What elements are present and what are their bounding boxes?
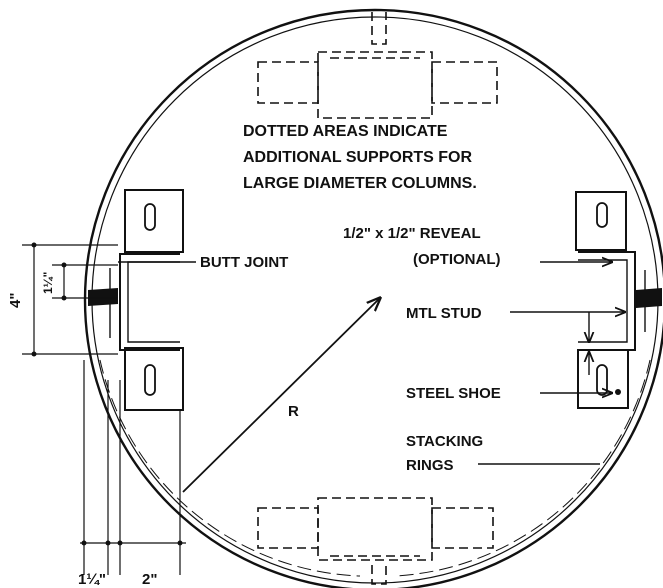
vertical-dimensions (22, 242, 118, 357)
dimension-4-inch: 4" (7, 293, 24, 308)
mtl-stud-label: MTL STUD (406, 305, 482, 322)
note-line-2: ADDITIONAL SUPPORTS FOR (243, 149, 472, 166)
dimension-1-quarter-inch-vertical: 1¼" (41, 272, 55, 294)
reveal-label-line-2: (OPTIONAL) (413, 251, 501, 268)
horizontal-dimensions (80, 360, 186, 575)
top-dotted-support (257, 12, 498, 119)
right-bracket-assembly (575, 191, 662, 409)
column-outline (83, 8, 663, 588)
butt-joint-label: BUTT JOINT (200, 254, 288, 271)
note-line-1: DOTTED AREAS INDICATE (243, 123, 448, 140)
steel-shoe-label: STEEL SHOE (406, 385, 501, 402)
leader-lines (118, 262, 625, 465)
stacking-rings-label-line-2: RINGS (406, 457, 454, 474)
left-bracket-assembly (88, 189, 184, 411)
radius-label: R (288, 403, 299, 420)
dimension-2-inch: 2" (142, 571, 157, 588)
stacking-rings-label-line-1: STACKING (406, 433, 483, 450)
reveal-label-line-1: 1/2" x 1/2" REVEAL (343, 225, 481, 242)
bottom-dotted-support (257, 497, 494, 585)
note-line-3: LARGE DIAMETER COLUMNS. (243, 175, 477, 192)
dimension-1-quarter-inch: 1¼" (78, 571, 106, 588)
